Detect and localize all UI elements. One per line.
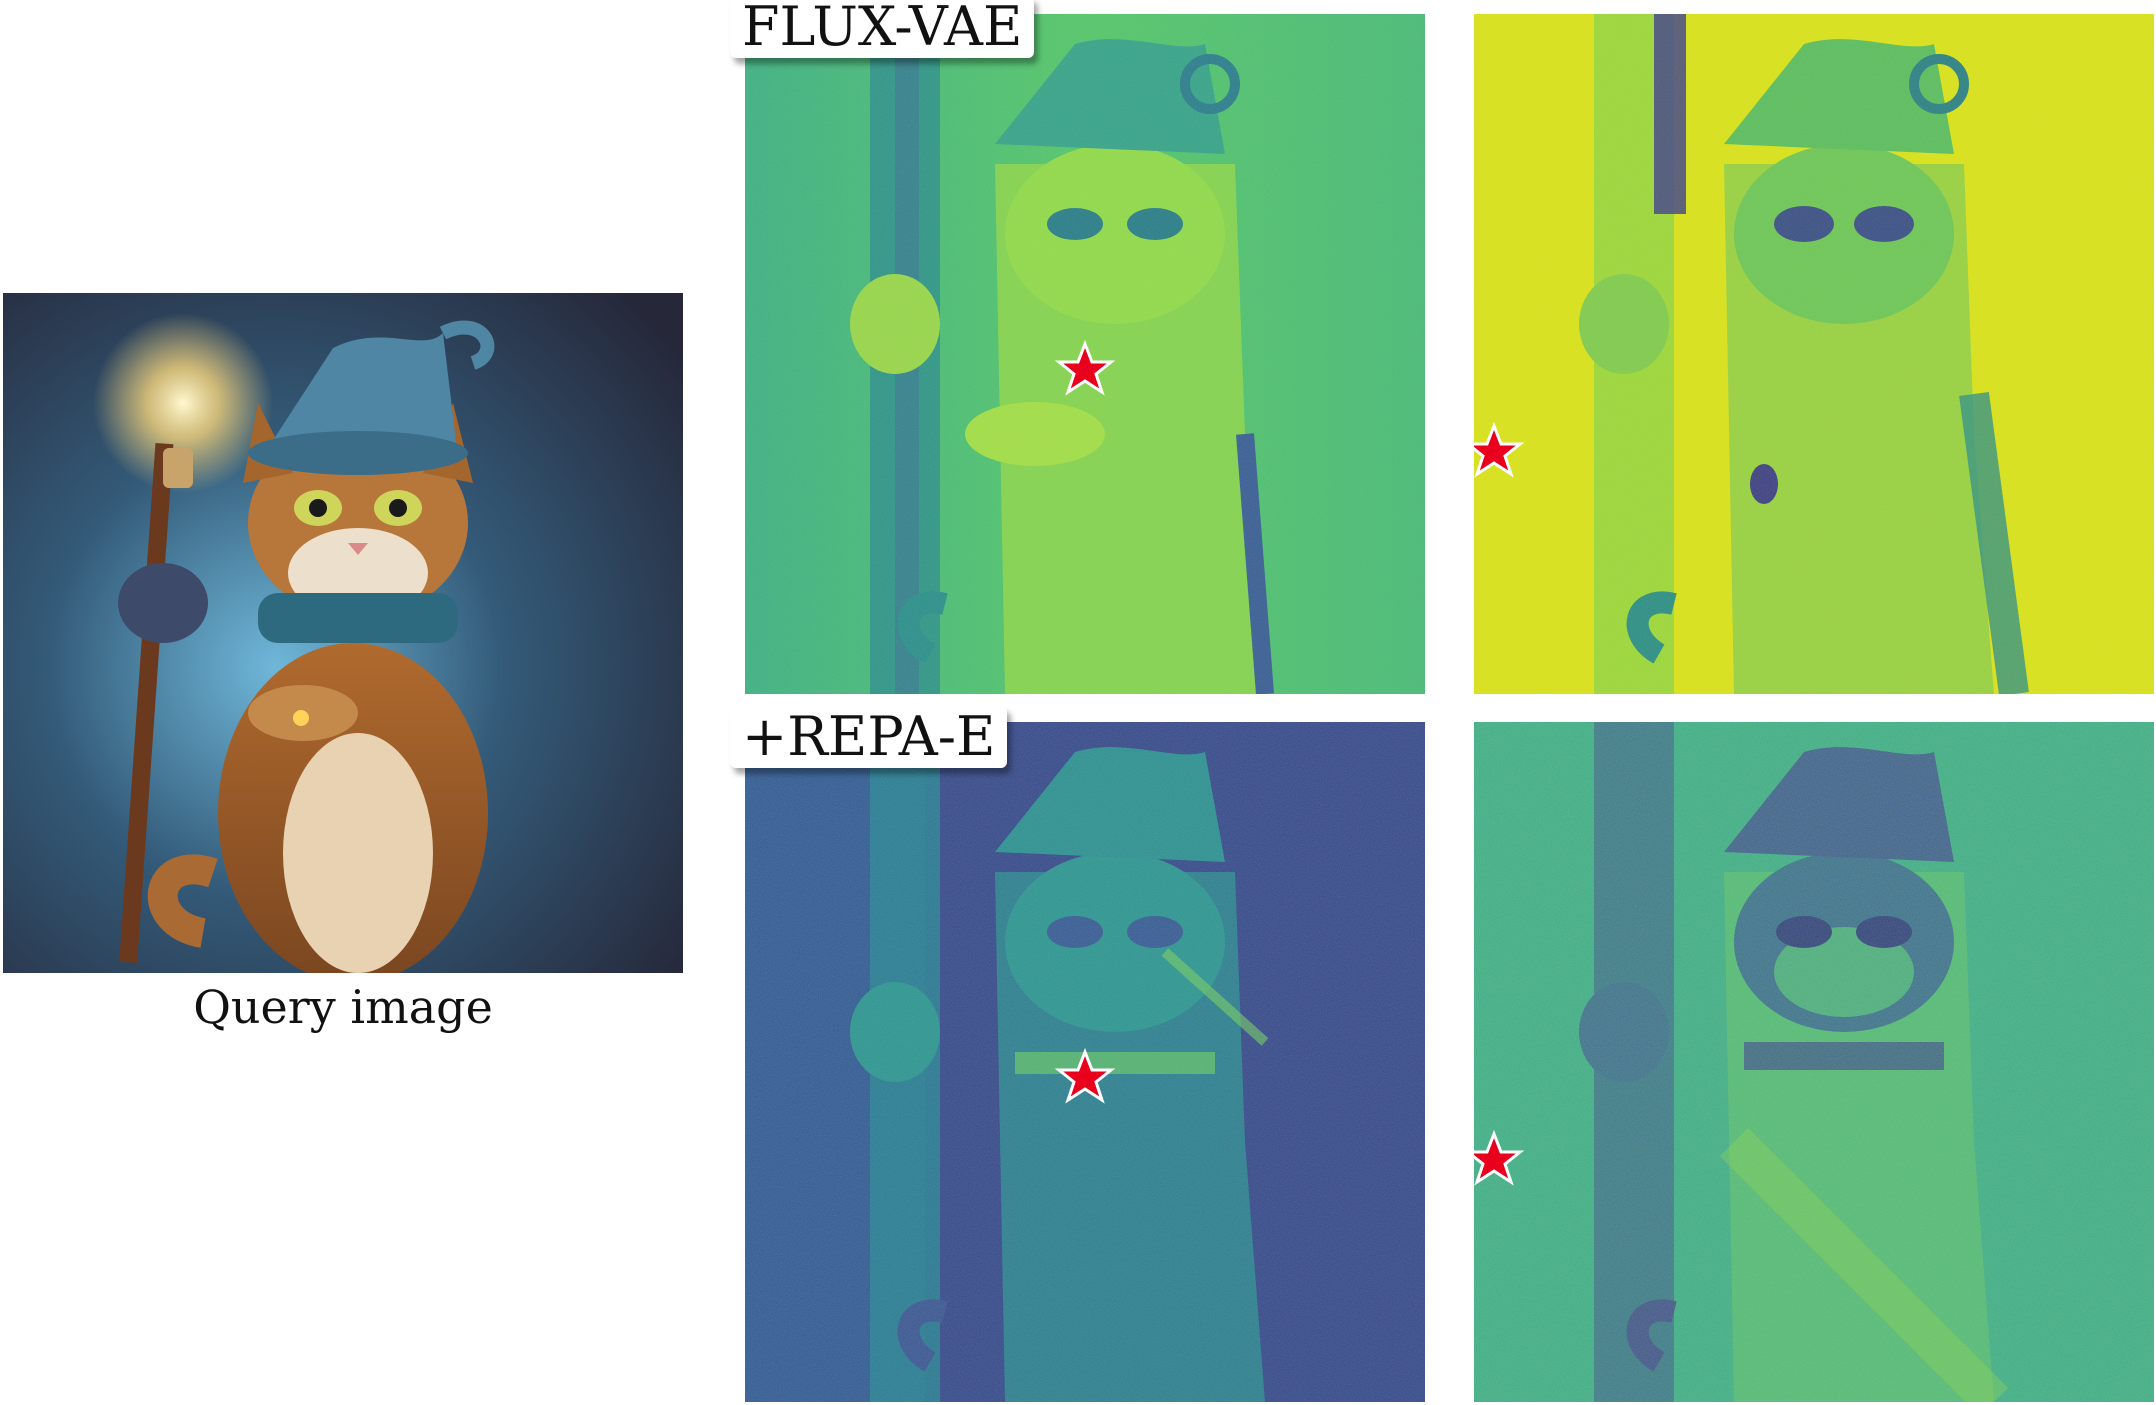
flux-vae-similarity-map-1 <box>745 14 1425 694</box>
red-star-icon <box>1474 1129 1525 1186</box>
flux-vae-similarity-map-2 <box>1474 14 2154 694</box>
query-image <box>3 293 683 973</box>
red-star-icon <box>1054 1047 1116 1104</box>
query-image-caption: Query image <box>193 980 493 1034</box>
red-star-icon <box>1474 421 1525 478</box>
repa-e-similarity-map-2 <box>1474 722 2154 1402</box>
row-label-repa-e: +REPA-E <box>730 706 1008 768</box>
row-label-flux-vae: FLUX-VAE <box>730 0 1035 58</box>
repa-e-similarity-map-1 <box>745 722 1425 1402</box>
red-star-icon <box>1054 339 1116 396</box>
